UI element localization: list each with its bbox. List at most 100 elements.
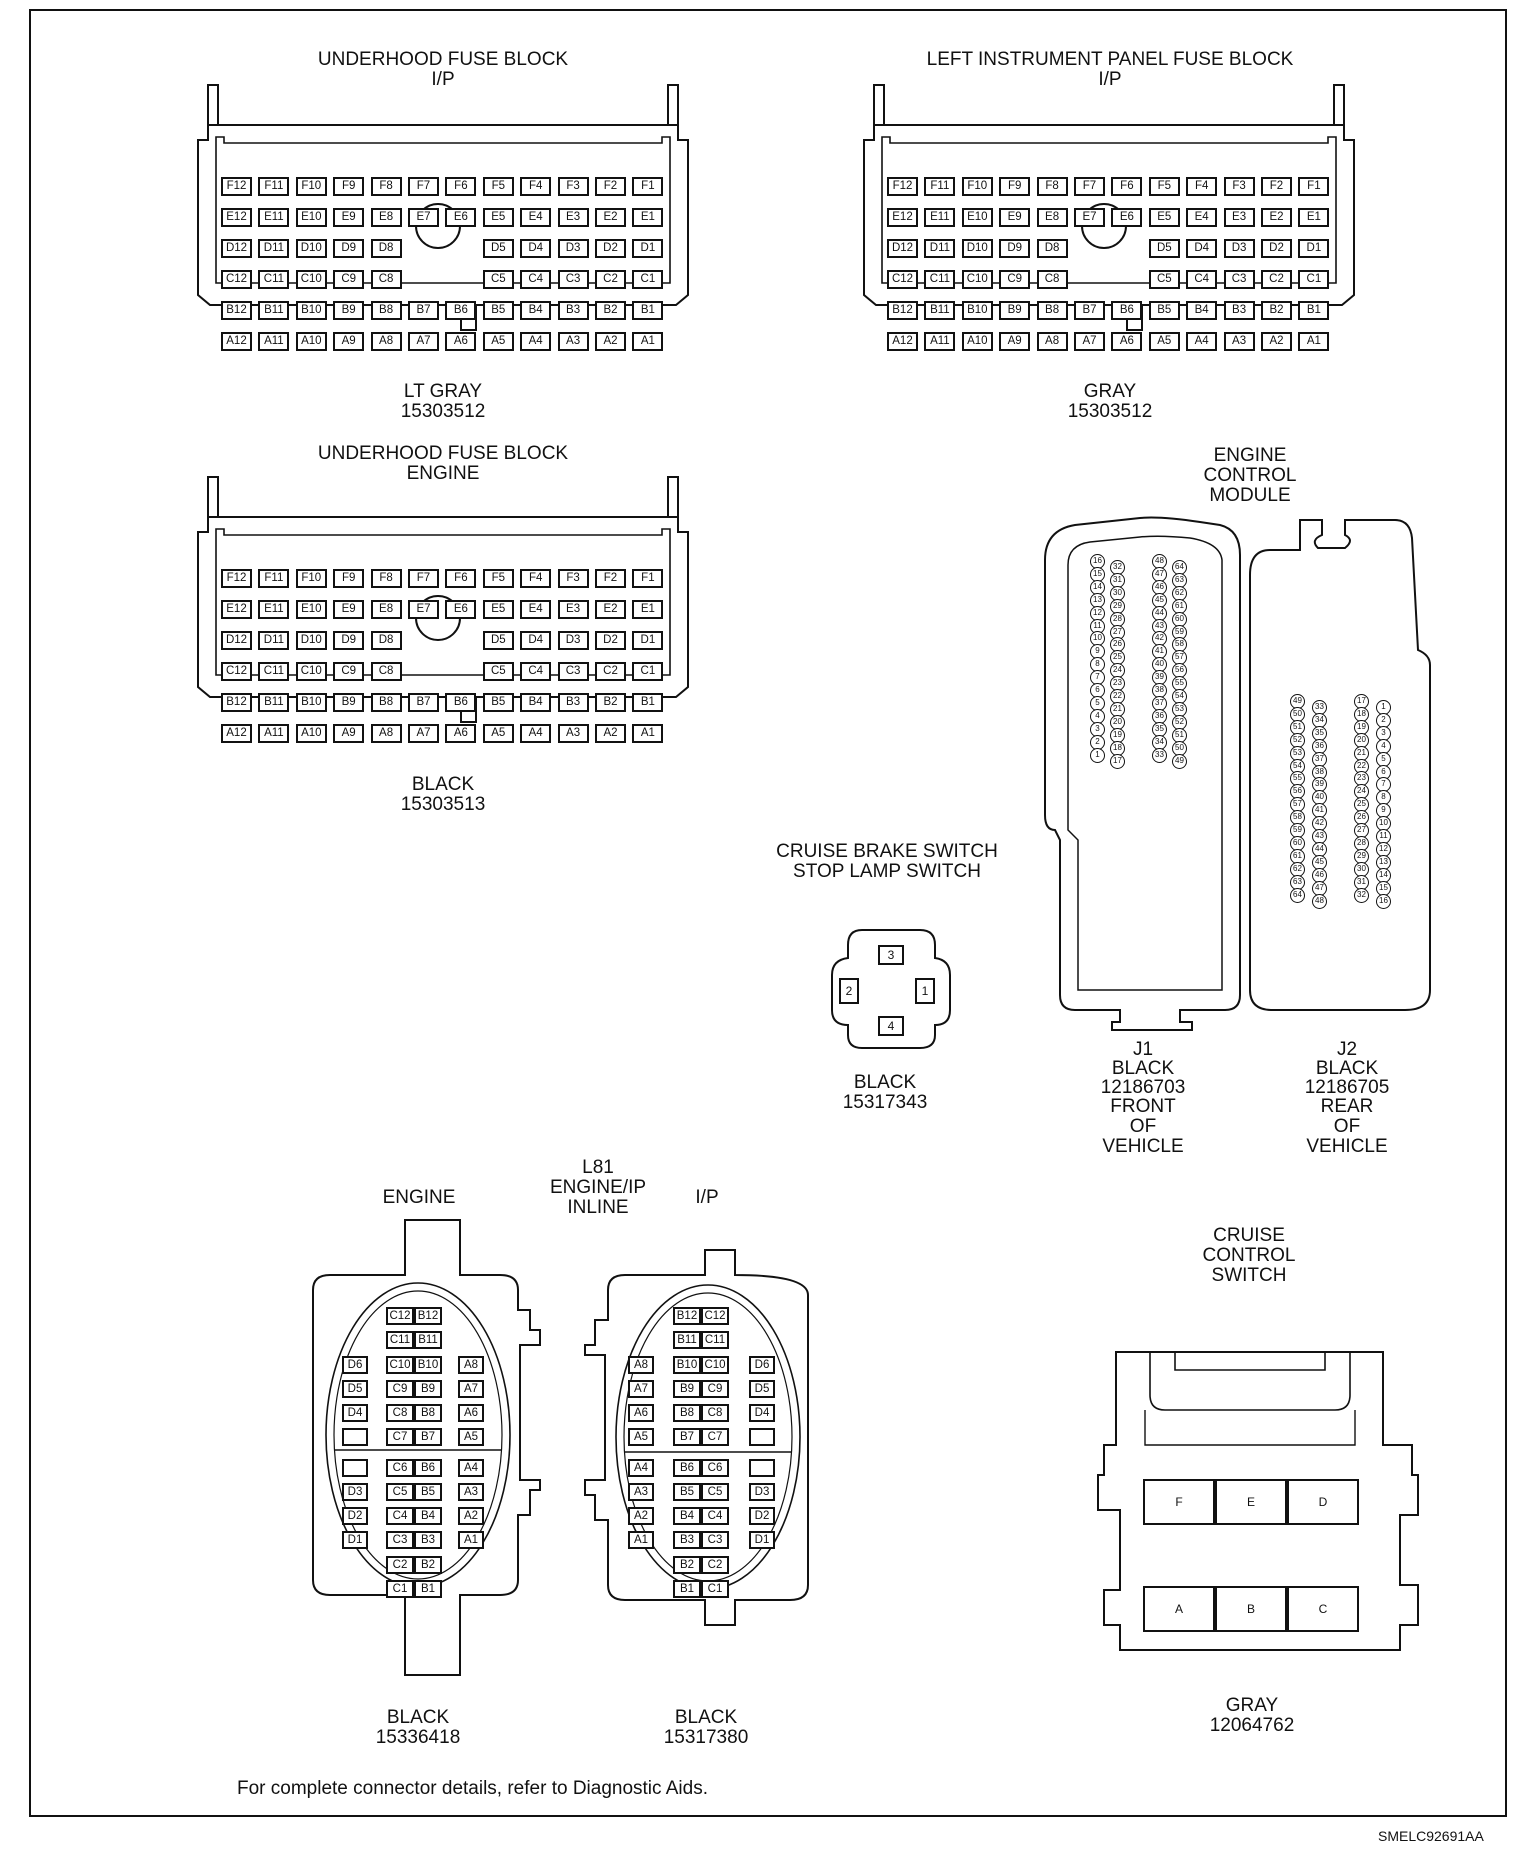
inline-engine-pin-B4: B4: [414, 1507, 442, 1525]
j2-shell: [1249, 519, 1431, 1011]
lip-pin-C2: C2: [1261, 270, 1292, 289]
inline-ip-pin-D5: D5: [749, 1380, 775, 1398]
inline-ip-shell: [584, 1249, 809, 1626]
uh-ip-pin-E4: E4: [520, 208, 552, 227]
inline-ip-pin-A4: A4: [628, 1459, 654, 1477]
inline-ip-pin-B6: B6: [673, 1459, 701, 1477]
lip-pin-F10: F10: [961, 177, 993, 196]
inline-left-color: BLACK: [386, 1707, 450, 1728]
j2-pin-48: 48: [1312, 893, 1327, 909]
inline-engine-pin-C6: C6: [386, 1459, 414, 1477]
lip-title: LEFT INSTRUMENT PANEL FUSE BLOCK I/P: [926, 49, 1294, 90]
uh-eng-pin-E3: E3: [557, 600, 589, 619]
uh-eng-pin-B4: B4: [520, 693, 552, 712]
uh-ip-pin-D8: D8: [370, 239, 402, 258]
j1-color: BLACK: [1111, 1058, 1175, 1079]
j2-pin-2: 2: [1376, 712, 1391, 728]
uh-eng-pin-F8: F8: [370, 569, 402, 588]
lip-pin-F4: F4: [1186, 177, 1218, 196]
j2-pin-55: 55: [1290, 771, 1305, 787]
lip-pin-F3: F3: [1223, 177, 1255, 196]
uh-eng-pin-A1: A1: [632, 724, 664, 743]
uh-eng-pin-A4: A4: [520, 724, 552, 743]
lip-pin-A8: A8: [1036, 332, 1068, 351]
uh-eng-pin-B8: B8: [370, 693, 402, 712]
lip-pin-F11: F11: [924, 177, 956, 196]
inline-engine-shell: [312, 1219, 541, 1676]
uh-eng-pin-E12: E12: [221, 600, 252, 619]
lip-pin-A5: A5: [1148, 332, 1180, 351]
inline-ip-pin-A7: A7: [628, 1380, 654, 1398]
inline-ip-pin-C4: C4: [701, 1507, 729, 1525]
uh-eng-title: UNDERHOOD FUSE BLOCK ENGINE: [317, 443, 569, 484]
uh-ip-pin-E9: E9: [333, 208, 365, 227]
uh-ip-pin-B12: B12: [221, 301, 252, 320]
uh-eng-pin-F6: F6: [445, 569, 477, 588]
uh-ip-right-latch: [667, 84, 679, 125]
lip-pin-B9: B9: [999, 301, 1031, 320]
j1-location: FRONT OF VEHICLE: [1102, 1096, 1184, 1157]
inline-ip-pin-C12: C12: [701, 1307, 729, 1325]
uh-ip-pin-B3: B3: [557, 301, 589, 320]
uh-eng-left-latch: [207, 476, 219, 517]
uh-ip-pin-F2: F2: [595, 177, 626, 196]
uh-eng-pin-C3: C3: [557, 662, 589, 681]
inline-ip-pin-C7: C7: [701, 1428, 729, 1446]
inline-engine-pin-D3: D3: [342, 1483, 368, 1501]
inline-ip-pin-D4: D4: [749, 1404, 775, 1422]
lip-pin-C11: C11: [924, 270, 956, 289]
inline-engine-pin-A7: A7: [458, 1380, 484, 1398]
page-frame: [29, 9, 1507, 1817]
inline-engine-pin-D4: D4: [342, 1404, 368, 1422]
j1-pin-1: 1: [1090, 747, 1105, 763]
uh-eng-pin-B6: B6: [445, 693, 477, 712]
uh-eng-pin-A5: A5: [482, 724, 514, 743]
j2-pin-64: 64: [1290, 887, 1305, 903]
uh-eng-pin-F7: F7: [408, 569, 439, 588]
cruise-latch-frame: [1149, 1352, 1351, 1411]
uh-eng-pin-A10: A10: [295, 724, 327, 743]
uh-ip-pin-A5: A5: [482, 332, 514, 351]
uh-ip-pin-B10: B10: [295, 301, 327, 320]
j2-pin-46: 46: [1312, 867, 1327, 883]
brake-pin-4: 4: [878, 1016, 904, 1036]
lip-pin-E8: E8: [1036, 208, 1068, 227]
uh-ip-pin-A4: A4: [520, 332, 552, 351]
uh-eng-pin-E9: E9: [333, 600, 365, 619]
lip-pin-B3: B3: [1223, 301, 1255, 320]
j1-pin-33: 33: [1152, 747, 1167, 763]
inline-ip-pin-C9: C9: [701, 1380, 729, 1398]
cruise-pin-A: A: [1143, 1586, 1215, 1632]
lip-pin-D2: D2: [1261, 239, 1292, 258]
lip-pin-F7: F7: [1074, 177, 1105, 196]
uh-ip-pin-F7: F7: [408, 177, 439, 196]
lip-pin-E2: E2: [1261, 208, 1292, 227]
uh-ip-pin-F1: F1: [632, 177, 664, 196]
uh-eng-pin-D5: D5: [482, 631, 514, 650]
lip-pin-A1: A1: [1298, 332, 1330, 351]
inline-engine-pin-blank-6: [342, 1459, 368, 1477]
uh-ip-pin-F5: F5: [482, 177, 514, 196]
lip-pin-E7: E7: [1074, 208, 1105, 227]
inline-engine-pin-C1: C1: [386, 1580, 414, 1598]
inline-ip-pin-blank-6: [749, 1459, 775, 1477]
uh-eng-pin-E7: E7: [408, 600, 439, 619]
j1-pin-59: 59: [1172, 624, 1187, 640]
lip-pin-A3: A3: [1223, 332, 1255, 351]
uh-ip-left-latch: [207, 84, 219, 125]
brake-title: CRUISE BRAKE SWITCH STOP LAMP SWITCH: [776, 841, 998, 882]
uh-eng-pin-B7: B7: [408, 693, 439, 712]
uh-eng-pin-D11: D11: [258, 631, 290, 650]
uh-eng-pin-B1: B1: [632, 693, 664, 712]
uh-eng-pin-A8: A8: [370, 724, 402, 743]
lip-pin-B6: B6: [1111, 301, 1143, 320]
lip-pin-E5: E5: [1148, 208, 1180, 227]
inline-engine-pin-C4: C4: [386, 1507, 414, 1525]
j1-inner: [1067, 535, 1223, 991]
lip-pin-F9: F9: [999, 177, 1031, 196]
lip-pin-B1: B1: [1298, 301, 1330, 320]
inline-ip-pin-C6: C6: [701, 1459, 729, 1477]
uh-eng-pin-A3: A3: [557, 724, 589, 743]
uh-eng-pin-B10: B10: [295, 693, 327, 712]
inline-ip-pin-B8: B8: [673, 1404, 701, 1422]
